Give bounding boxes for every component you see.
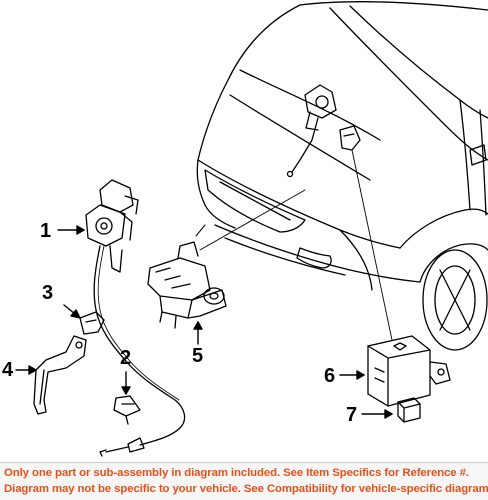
callout-2: 2 xyxy=(120,347,132,369)
part-6-leader xyxy=(351,149,393,341)
cable-end-fitting xyxy=(99,437,145,457)
callout-5: 5 xyxy=(192,345,204,367)
callout-3: 3 xyxy=(42,282,54,304)
upper-actuator xyxy=(286,84,337,178)
disclaimer-line-1: Only one part or sub-assembly in diagram… xyxy=(4,467,469,479)
callout-6: 6 xyxy=(324,365,336,387)
part-3-clip xyxy=(79,311,105,335)
part-4-pedal-link xyxy=(33,335,87,415)
part-5-actuator-assembly xyxy=(147,224,227,329)
part-2-bracket xyxy=(113,395,141,425)
parts-diagram xyxy=(15,1,488,457)
part-7-relay xyxy=(397,397,421,423)
part-5-leader xyxy=(199,189,306,251)
callout-7: 7 xyxy=(346,404,358,426)
part-6-control-module xyxy=(367,335,451,407)
callout-4: 4 xyxy=(2,359,14,381)
callout-arrows xyxy=(15,225,393,419)
disclaimer-banner: Only one part or sub-assembly in diagram… xyxy=(0,462,488,500)
upper-bracket xyxy=(339,125,361,151)
control-cable xyxy=(93,245,186,446)
disclaimer-line-2: Diagram may not be specific to your vehi… xyxy=(4,483,488,495)
vehicle-outline xyxy=(196,1,488,351)
callout-1: 1 xyxy=(40,220,52,242)
part-1-actuator xyxy=(85,179,139,273)
control-cable-shadow xyxy=(97,245,180,401)
